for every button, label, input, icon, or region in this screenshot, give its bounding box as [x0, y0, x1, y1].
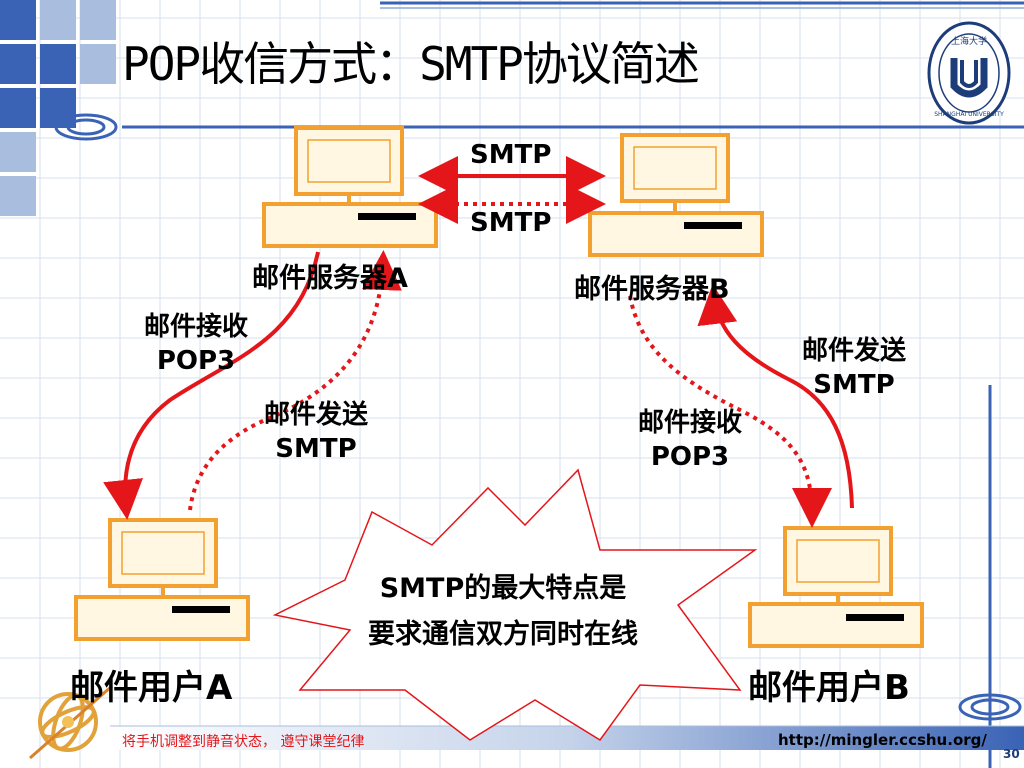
callout-text: SMTP的最大特点是 要求通信双方同时在线 [318, 566, 688, 658]
right-send-label: 邮件发送 SMTP [784, 334, 924, 402]
pop3-receive-arrow-left [103, 251, 320, 520]
page-number: 30 [1003, 747, 1020, 761]
smtp-link-top-label: SMTP [470, 140, 552, 170]
footer-band [110, 726, 1024, 750]
computer-user-a [74, 518, 250, 641]
left-send-label: 邮件发送 SMTP [246, 398, 386, 466]
right-receive-title: 邮件接收 [637, 408, 742, 438]
left-receive-label: 邮件接收 POP3 [126, 310, 266, 378]
pop3-receive-arrow-right [628, 295, 832, 528]
logo-chinese: 上海大学 [951, 35, 987, 47]
smtp-link-bottom-label: SMTP [470, 208, 552, 238]
footer-url-link[interactable]: http://mingler.ccshu.org/ [778, 731, 987, 749]
computer-server-b [588, 133, 764, 257]
user-a-label: 邮件用户A [70, 668, 233, 708]
logo-text: SHANGHAI UNIVERSITY [934, 111, 1004, 118]
callout-line-1: SMTP的最大特点是 [379, 573, 627, 604]
callout-line-2: 要求通信双方同时在线 [368, 619, 638, 650]
computer-server-a [262, 126, 438, 248]
smtp-send-arrow-right [697, 284, 854, 509]
left-send-protocol: SMTP [275, 434, 357, 464]
right-send-title: 邮件发送 [801, 336, 906, 366]
ring-ornament-icon [54, 113, 1022, 721]
right-send-protocol: SMTP [813, 370, 895, 400]
user-b-label: 邮件用户B [748, 668, 910, 708]
corner-squares [0, 0, 116, 216]
callout-starburst [272, 468, 758, 742]
right-receive-protocol: POP3 [650, 442, 730, 472]
left-send-title: 邮件发送 [263, 400, 368, 430]
university-seal-icon: 上海大学 SHANGHAI UNIVERSITY [927, 21, 1011, 125]
server-a-label: 邮件服务器A [252, 263, 408, 294]
right-receive-label: 邮件接收 POP3 [620, 406, 760, 474]
server-b-label: 邮件服务器B [574, 274, 730, 305]
left-receive-title: 邮件接收 [143, 312, 248, 342]
computer-user-b [748, 526, 924, 648]
left-receive-protocol: POP3 [156, 346, 236, 376]
armillary-sphere-icon [29, 684, 113, 760]
smtp-send-arrow-left [188, 250, 402, 511]
page-title: POP收信方式：SMTP协议简述 [122, 37, 700, 91]
footer-notice: 将手机调整到静音状态， 遵守课堂纪律 [122, 734, 365, 750]
